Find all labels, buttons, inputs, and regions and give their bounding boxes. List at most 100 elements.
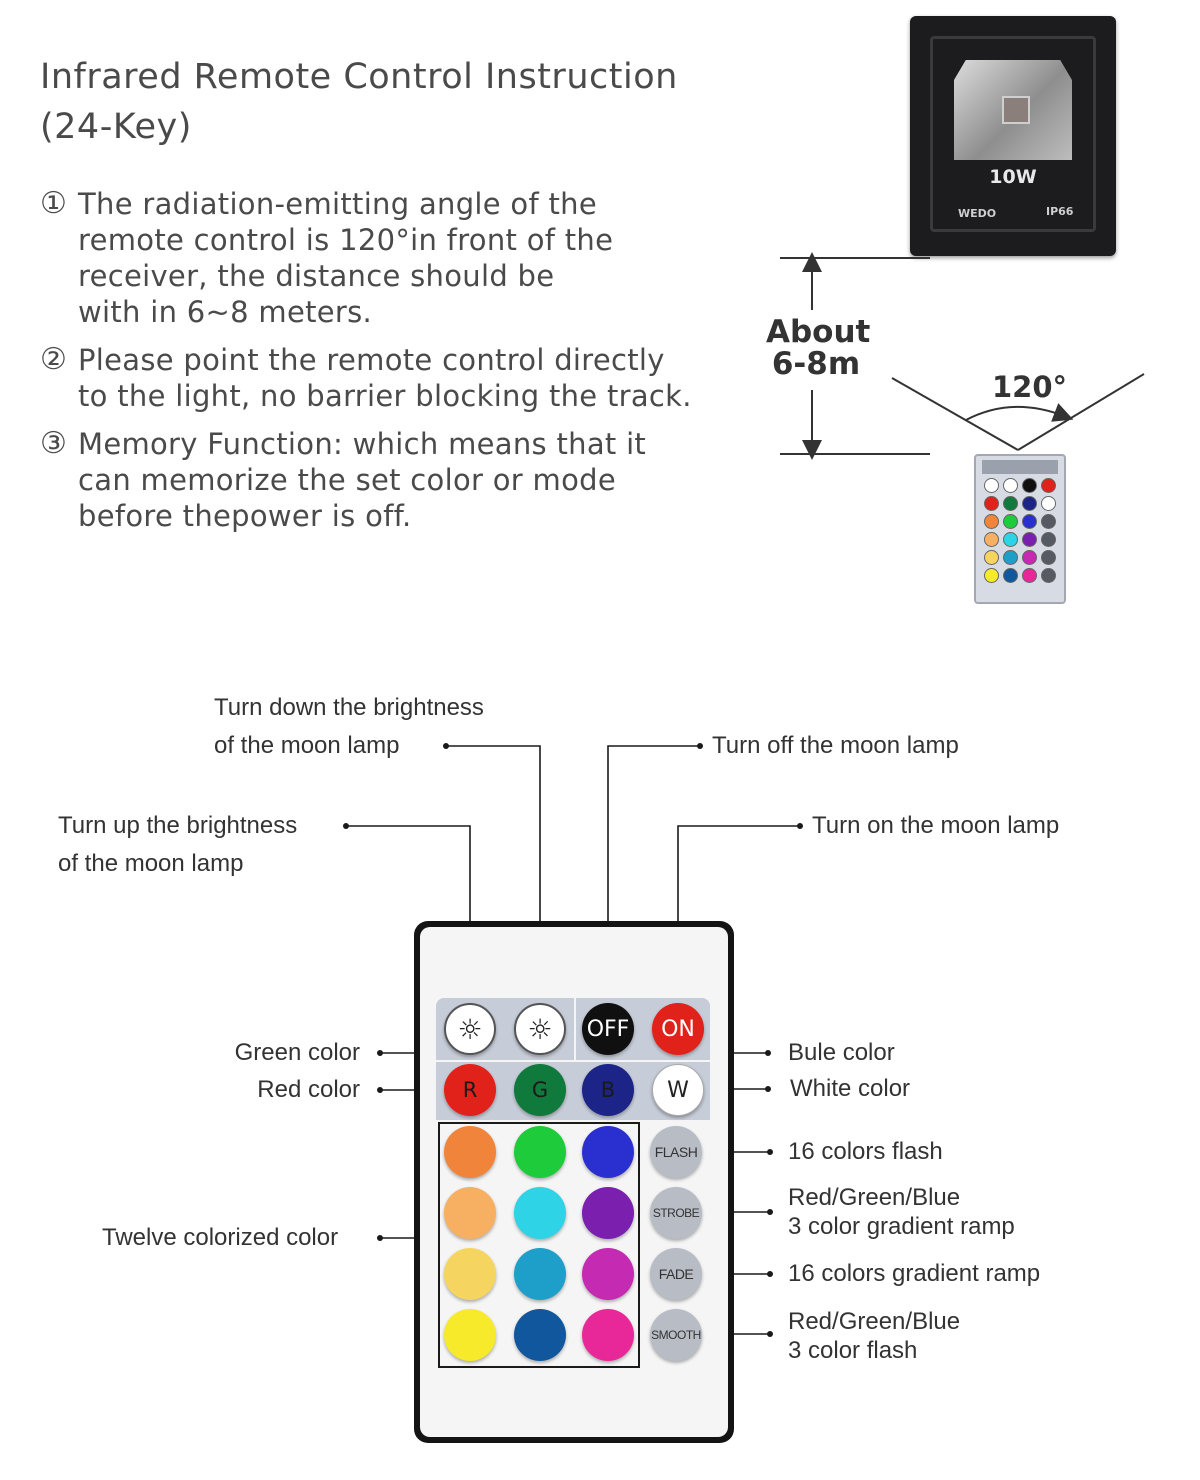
callout-strobe: Red/Green/Blue 3 color gradient ramp — [788, 1183, 1015, 1241]
mini-remote-key — [1022, 550, 1037, 565]
mini-remote-image — [974, 454, 1066, 604]
mini-remote-key — [1003, 514, 1018, 529]
color-button[interactable] — [444, 1126, 496, 1178]
callout-line: Red/Green/Blue — [788, 1308, 961, 1335]
note-line: The radiation-emitting angle of the — [78, 187, 597, 221]
mini-remote-key — [984, 550, 999, 565]
fixture-frame — [930, 36, 1096, 232]
callout-dim-down: Turn down the brightness of the moon lam… — [214, 693, 484, 761]
mini-remote-key — [1022, 496, 1037, 511]
callout-line: Turn up the brightness — [58, 812, 298, 839]
color-button[interactable] — [514, 1309, 566, 1361]
fade-button[interactable]: FADE — [650, 1248, 702, 1300]
callout-line: 3 color gradient ramp — [788, 1213, 1015, 1240]
distance-label-line-1: About — [766, 314, 871, 350]
note-line: can memorize the set color or mode — [78, 463, 616, 497]
color-button[interactable] — [514, 1187, 566, 1239]
mini-remote-key — [1022, 532, 1037, 547]
note-line: before thepower is off. — [78, 499, 412, 533]
mini-remote-key — [1041, 550, 1056, 565]
note-3: ③ Memory Function: which means that it c… — [40, 426, 740, 534]
callout-red: Red color — [257, 1076, 360, 1103]
mini-remote-key — [1041, 568, 1056, 583]
note-line: Memory Function: which means that it — [78, 427, 647, 461]
off-button[interactable]: OFF — [582, 1003, 634, 1055]
brightness-down-button[interactable]: ☼ — [514, 1003, 566, 1055]
mini-remote-key — [1003, 532, 1018, 547]
color-button[interactable] — [514, 1248, 566, 1300]
callout-fade: 16 colors gradient ramp — [788, 1260, 1041, 1287]
color-button[interactable] — [582, 1187, 634, 1239]
mini-remote-key — [1041, 478, 1056, 493]
color-button[interactable] — [582, 1248, 634, 1300]
callout-blue: Bule color — [788, 1039, 895, 1066]
mini-remote-key — [984, 532, 999, 547]
color-button[interactable] — [444, 1248, 496, 1300]
mini-remote-key — [1003, 478, 1018, 493]
note-number: ① — [40, 186, 67, 221]
color-button[interactable] — [444, 1187, 496, 1239]
mini-remote-key — [1003, 550, 1018, 565]
note-number: ③ — [40, 426, 67, 461]
on-button[interactable]: ON — [652, 1003, 704, 1055]
color-button[interactable] — [444, 1309, 496, 1361]
angle-indicator — [891, 373, 1145, 451]
color-grid-frame — [438, 1122, 640, 1368]
smooth-button[interactable]: SMOOTH — [650, 1309, 702, 1361]
green-button[interactable]: G — [514, 1064, 566, 1116]
fixture-power-label: 10W — [989, 166, 1037, 188]
note-line: to the light, no barrier blocking the tr… — [78, 379, 692, 413]
flash-button[interactable]: FLASH — [650, 1126, 702, 1178]
callout-line: Red/Green/Blue — [788, 1184, 961, 1211]
color-button[interactable] — [514, 1126, 566, 1178]
callout-line: Turn down the brightness — [214, 694, 484, 721]
note-line: with in 6~8 meters. — [78, 295, 373, 329]
mini-remote-key — [1041, 532, 1056, 547]
callout-dim-up: Turn up the brightness of the moon lamp — [58, 811, 297, 879]
callout-twelve-colors: Twelve colorized color — [102, 1224, 339, 1251]
strobe-button[interactable]: STROBE — [650, 1187, 702, 1239]
page-title: Infrared Remote Control Instruction (24-… — [40, 52, 740, 152]
floodlight-image: 10W WEDO IP66 — [910, 16, 1116, 256]
callout-off: Turn off the moon lamp — [712, 732, 959, 759]
color-button[interactable] — [582, 1126, 634, 1178]
mini-remote-key — [1003, 496, 1018, 511]
callout-line: of the moon lamp — [58, 850, 244, 877]
brightness-up-button[interactable]: ☼ — [444, 1003, 496, 1055]
callout-green: Green color — [234, 1039, 360, 1066]
note-2: ② Please point the remote control direct… — [40, 342, 740, 414]
callout-smooth: Red/Green/Blue 3 color flash — [788, 1307, 960, 1365]
fixture-lens — [954, 60, 1072, 160]
fixture-rating-label: IP66 — [1046, 205, 1074, 218]
title-line-2: (24-Key) — [40, 107, 192, 147]
callout-flash: 16 colors flash — [788, 1138, 943, 1165]
mini-remote-header — [982, 460, 1058, 474]
distance-label: About 6-8m — [766, 314, 871, 380]
note-1: ① The radiation-emitting angle of the re… — [40, 186, 740, 330]
callout-line: 3 color flash — [788, 1337, 918, 1364]
instruction-notes: ① The radiation-emitting angle of the re… — [40, 186, 740, 546]
mini-remote-key — [984, 496, 999, 511]
angle-label: 120° — [992, 370, 1068, 404]
callout-on: Turn on the moon lamp — [812, 812, 1060, 839]
mini-remote-key — [1022, 568, 1037, 583]
white-button[interactable]: W — [652, 1064, 704, 1116]
mini-remote-key — [1022, 514, 1037, 529]
title-line-1: Infrared Remote Control Instruction — [40, 57, 678, 97]
mini-remote-key — [1041, 496, 1056, 511]
mini-remote-key — [984, 514, 999, 529]
red-button[interactable]: R — [444, 1064, 496, 1116]
mini-remote-key — [1022, 478, 1037, 493]
note-line: remote control is 120°in front of the — [78, 223, 614, 257]
callout-white: White color — [790, 1075, 911, 1102]
color-button[interactable] — [582, 1309, 634, 1361]
callout-line: of the moon lamp — [214, 732, 400, 759]
note-line: Please point the remote control directly — [78, 343, 665, 377]
mini-remote-key — [1041, 514, 1056, 529]
distance-indicator — [780, 252, 930, 460]
fixture-brand-label: WEDO — [958, 207, 997, 220]
note-number: ② — [40, 342, 67, 377]
mini-remote-key — [984, 568, 999, 583]
blue-button[interactable]: B — [582, 1064, 634, 1116]
mini-remote-key — [984, 478, 999, 493]
